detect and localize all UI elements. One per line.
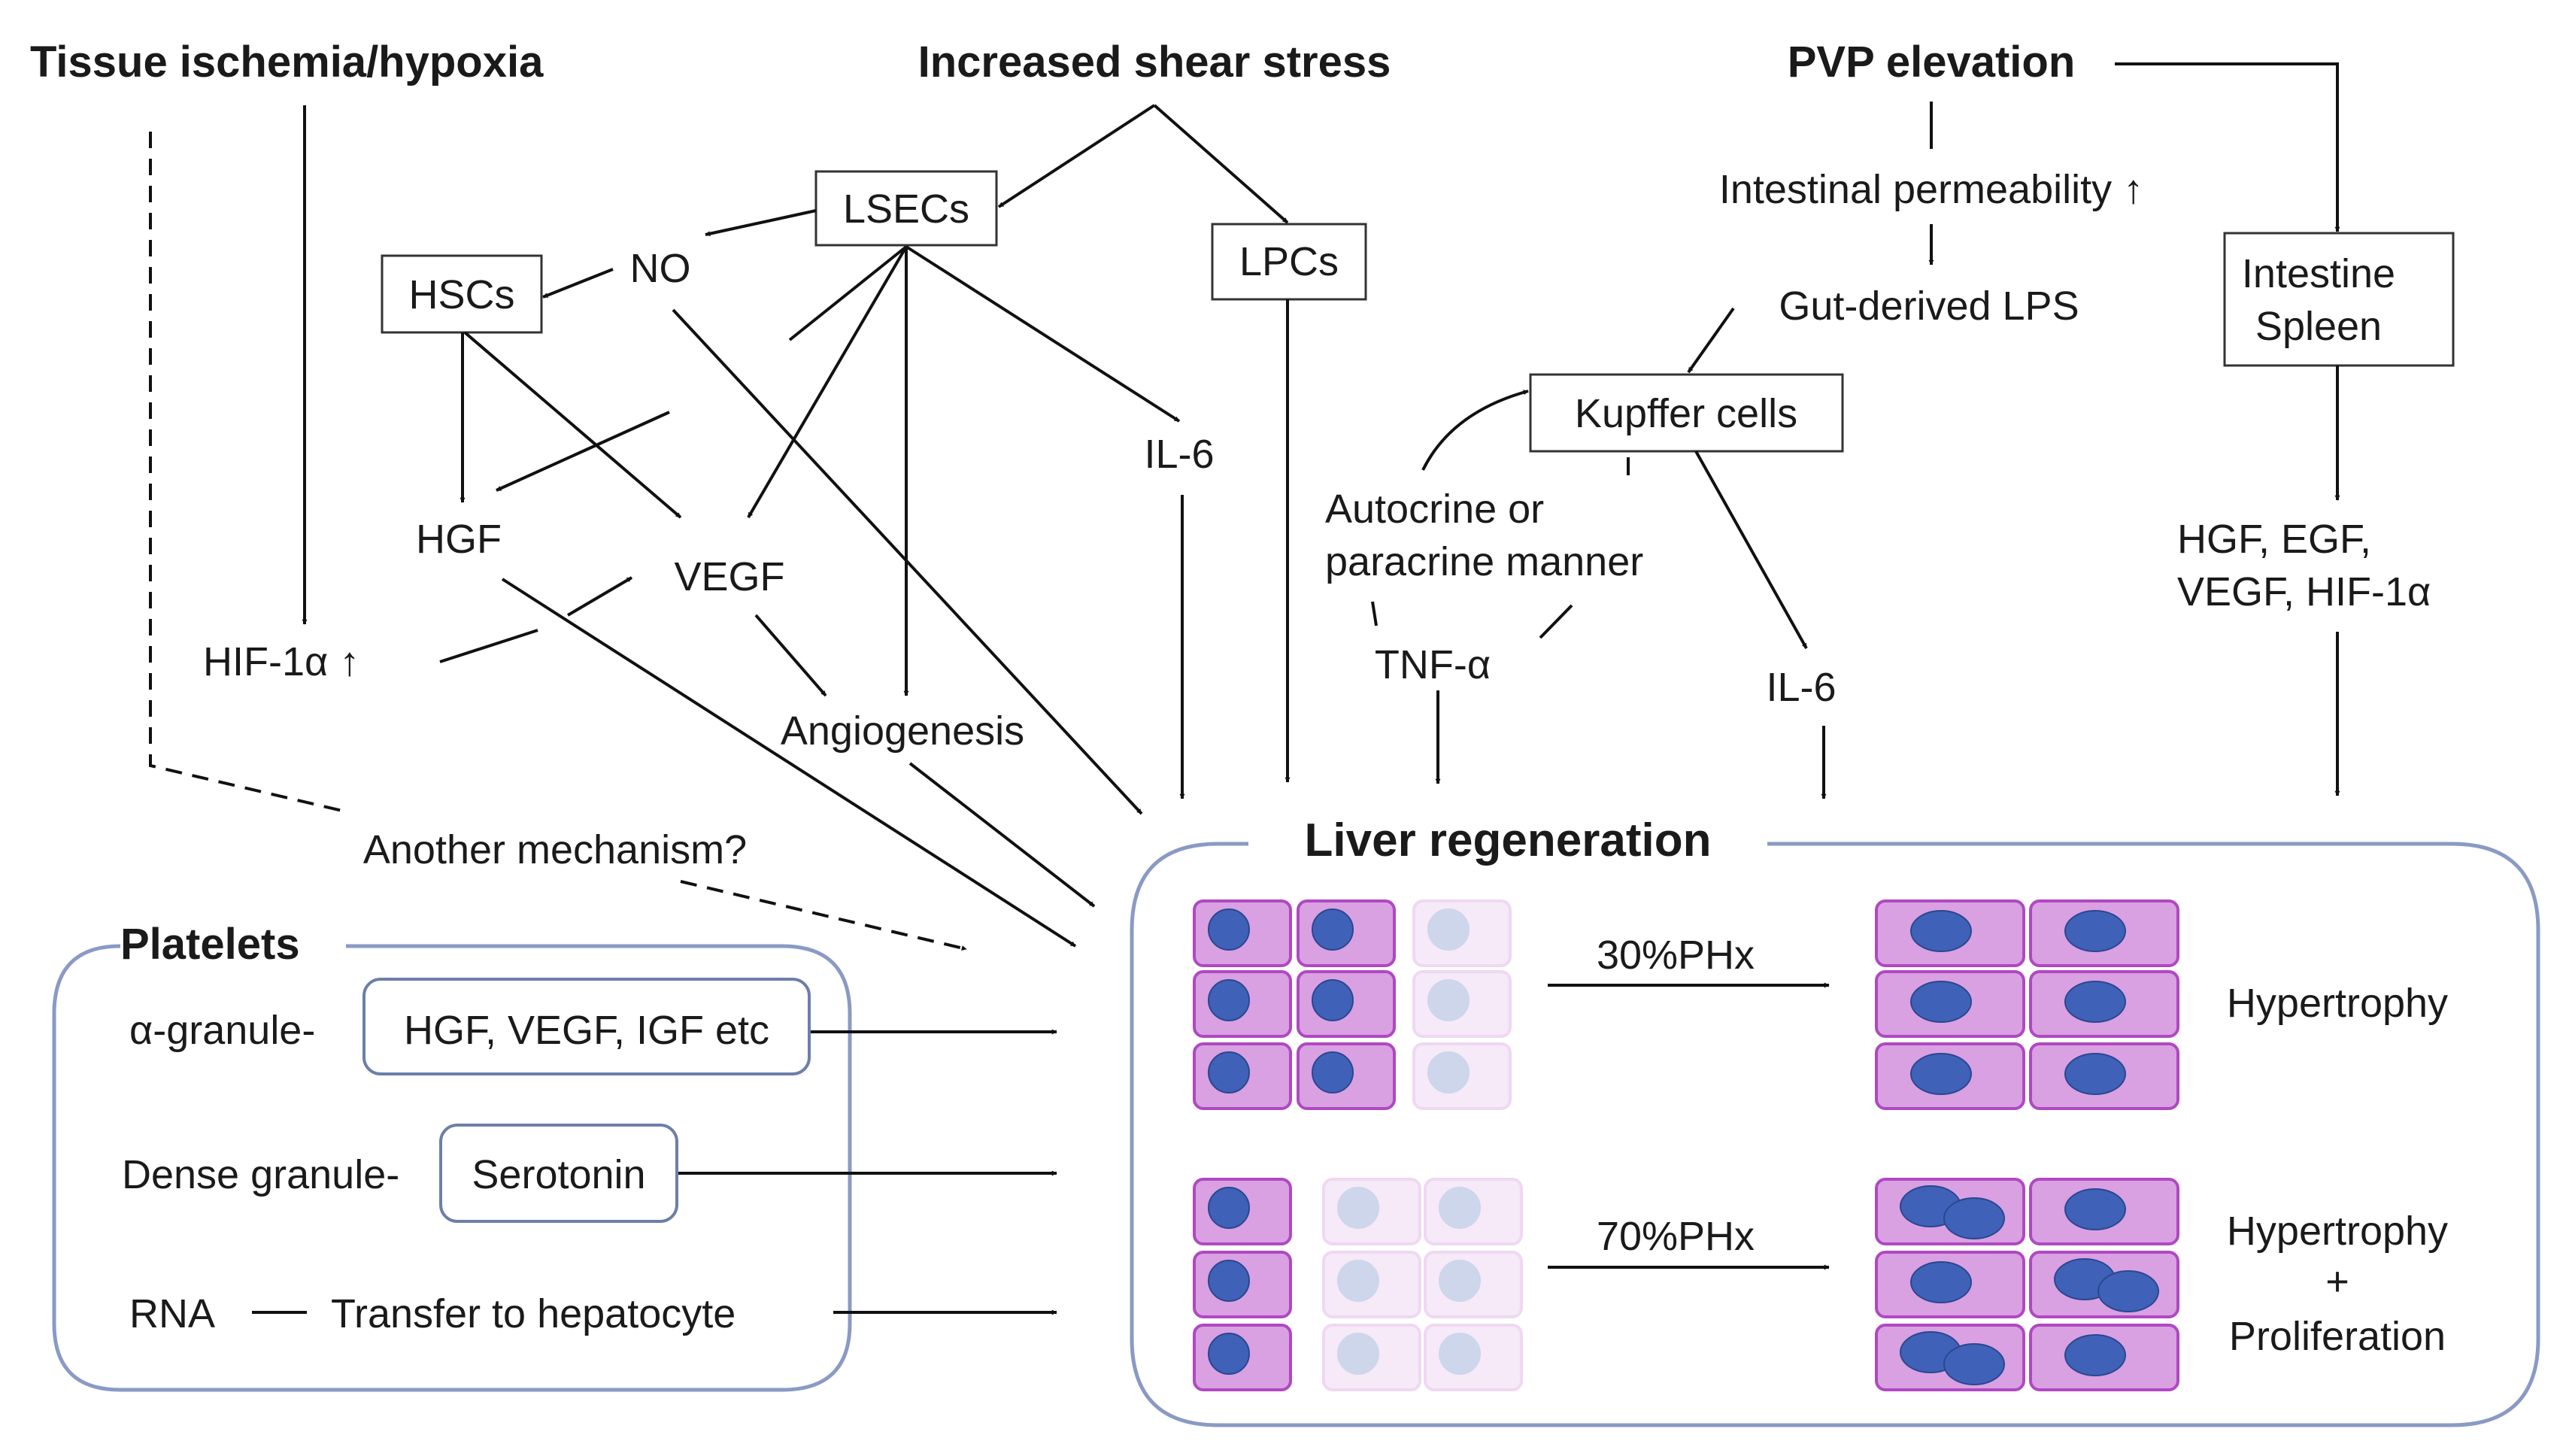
hepatocyte-nucleus	[1208, 1187, 1250, 1229]
shear-stress-label: Increased shear stress	[918, 38, 1391, 86]
hepatocyte-nucleus	[2064, 981, 2126, 1023]
gut-lps-label: Gut-derived LPS	[1779, 284, 2079, 329]
another-mechanism-label: Another mechanism?	[363, 827, 747, 872]
autocrine-label-2: paracrine manner	[1325, 539, 1643, 584]
hepatocyte-illustrations	[1193, 899, 2179, 1391]
hepatocyte-nucleus	[1427, 908, 1470, 951]
pvp-elevation-label: PVP elevation	[1788, 38, 2076, 86]
dense-granule-label: Dense granule-	[122, 1152, 399, 1197]
intestinal-permeability-label: Intestinal permeability ↑	[1719, 167, 2143, 212]
hepatocyte-nucleus	[2097, 1270, 2159, 1312]
intestine-label: Intestine	[2242, 251, 2395, 296]
lpcs-box	[1211, 223, 1367, 301]
kupffer-label: Kupffer cells	[1575, 391, 1797, 436]
liver-regeneration-frame	[1130, 842, 2540, 1427]
proliferation-label: Proliferation	[2229, 1314, 2446, 1359]
hepatocyte-nucleus	[1208, 1051, 1250, 1094]
tnf-label: TNF-α	[1375, 642, 1491, 687]
lsecs-label: LSECs	[843, 187, 969, 232]
hscs-box	[381, 254, 543, 334]
hif-label: HIF-1α ↑	[203, 639, 359, 684]
hgf-label: HGF	[416, 517, 502, 562]
hepatocyte-nucleus	[1910, 910, 1972, 952]
hepatocyte-nucleus	[1943, 1343, 2005, 1385]
hepatocyte-nucleus	[1337, 1333, 1379, 1375]
hepatocyte-nucleus	[1910, 1261, 1972, 1303]
kupffer-box	[1529, 373, 1844, 453]
hepatocyte-nucleus	[1208, 1333, 1250, 1375]
phx30-label: 30%PHx	[1597, 933, 1755, 978]
hepatocyte-nucleus	[1208, 1260, 1250, 1302]
hepatocyte-nucleus	[1439, 1187, 1481, 1229]
transfer-label: Transfer to hepatocyte	[331, 1291, 736, 1336]
tissue-ischemia-label: Tissue ischemia/hypoxia	[30, 38, 544, 86]
il6-kupffer-label: IL-6	[1766, 665, 1836, 710]
hypertrophy-label-2: Hypertrophy	[2227, 1209, 2448, 1254]
hepatocyte-nucleus	[1208, 979, 1250, 1021]
hepatocyte-nucleus	[1337, 1260, 1379, 1302]
hscs-label: HSCs	[408, 272, 514, 317]
hepatocyte-nucleus	[1910, 981, 1972, 1023]
growth-factors-label-2: VEGF, HIF-1α	[2177, 569, 2431, 614]
alpha-granule-label: α-granule-	[129, 1008, 315, 1053]
growth-factors-label-1: HGF, EGF,	[2177, 517, 2371, 562]
hepatocyte-nucleus	[1427, 979, 1470, 1021]
hepatocyte-nucleus	[2064, 1334, 2126, 1376]
hypertrophy-label: Hypertrophy	[2227, 981, 2448, 1026]
rna-label: RNA	[129, 1291, 215, 1336]
no-label: NO	[630, 246, 691, 291]
connectors	[149, 62, 2340, 1315]
serotonin-box	[439, 1124, 678, 1223]
hepatocyte-nucleus	[2064, 910, 2126, 952]
hepatocyte-nucleus	[1312, 1051, 1354, 1094]
intestine-spleen-box	[2223, 232, 2455, 367]
phx70-label: 70%PHx	[1597, 1214, 1755, 1259]
hepatocyte-nucleus	[1312, 979, 1354, 1021]
serotonin-label: Serotonin	[472, 1152, 645, 1197]
liver-regeneration-title: Liver regeneration	[1305, 814, 1712, 866]
hepatocyte-nucleus	[1943, 1197, 2005, 1239]
platelets-frame	[52, 944, 852, 1392]
hepatocyte-nucleus	[2064, 1188, 2126, 1230]
alpha-granule-contents: HGF, VEGF, IGF etc	[404, 1008, 769, 1053]
lsecs-box	[814, 170, 998, 247]
alpha-granule-box	[362, 978, 811, 1075]
il6-lsec-label: IL-6	[1144, 432, 1214, 477]
plus-label: +	[2325, 1259, 2349, 1304]
platelets-title: Platelets	[120, 920, 300, 969]
vegf-label: VEGF	[674, 554, 784, 599]
hepatocyte-nucleus	[1439, 1260, 1481, 1302]
autocrine-label-1: Autocrine or	[1325, 487, 1544, 532]
angiogenesis-label: Angiogenesis	[781, 708, 1024, 754]
hepatocyte-nucleus	[1439, 1333, 1481, 1375]
hepatocyte-nucleus	[1337, 1187, 1379, 1229]
hepatocyte-nucleus	[1312, 908, 1354, 951]
hepatocyte-nucleus	[1427, 1051, 1470, 1094]
hepatocyte-nucleus	[2064, 1053, 2126, 1095]
hepatocyte-nucleus	[1208, 908, 1250, 951]
hepatocyte-nucleus	[1910, 1053, 1972, 1095]
spleen-label: Spleen	[2255, 304, 2382, 349]
lpcs-label: LPCs	[1239, 239, 1339, 284]
